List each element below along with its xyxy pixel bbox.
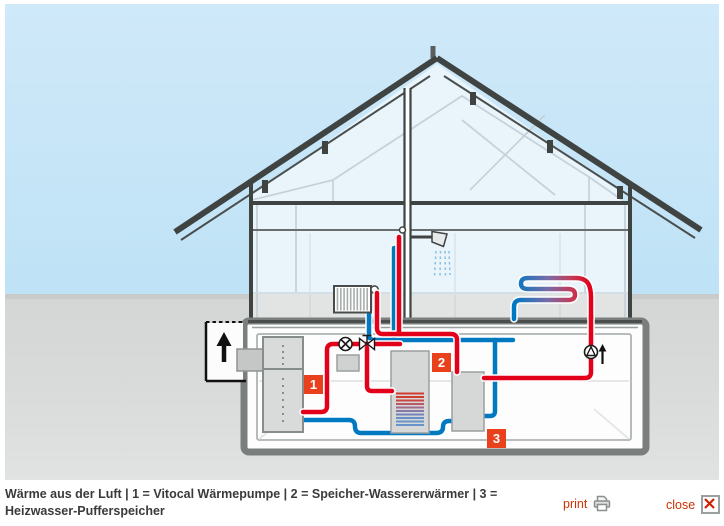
print-button[interactable]: print <box>563 495 611 512</box>
air-intake-arrow-icon <box>216 332 232 362</box>
expansion-vessel <box>336 354 360 372</box>
svg-text:1: 1 <box>310 377 317 392</box>
roof-right-slope <box>435 55 703 233</box>
shower-head <box>431 230 448 248</box>
svg-text:2: 2 <box>438 355 445 370</box>
circulation-pump-icon <box>338 336 353 352</box>
printer-icon <box>594 495 611 512</box>
flow-direction-arrow-icon <box>598 344 607 364</box>
radiator <box>333 285 379 314</box>
close-icon <box>701 495 721 514</box>
print-button-label: print <box>563 496 588 511</box>
shower <box>398 226 451 278</box>
outdoor-air-unit <box>204 321 267 383</box>
svg-text:3: 3 <box>493 431 500 446</box>
shower-spray <box>433 250 451 278</box>
caption-line-2: Heizwasser-Pufferspeicher <box>5 504 165 518</box>
buffer-tank <box>451 371 485 432</box>
label-dhw-tank: 2 <box>432 353 451 372</box>
label-heat-pump: 1 <box>304 375 323 394</box>
air-duct <box>236 348 267 372</box>
roof-vent <box>430 46 436 58</box>
floorheating-pump-icon <box>583 344 599 360</box>
caption-line-1: Wärme aus der Luft | 1 = Vitocal Wärmepu… <box>5 487 498 501</box>
close-button-label: close <box>666 497 696 512</box>
heating-system-diagram: 1 2 3 <box>5 4 719 480</box>
mixing-valve-icon <box>358 334 376 351</box>
component-labels: 1 2 3 <box>304 353 506 448</box>
tank-heat-exchanger-stripes <box>396 392 424 426</box>
heat-pump-unit <box>262 336 304 433</box>
label-buffer-tank: 3 <box>487 429 506 448</box>
interior-framing <box>251 94 629 320</box>
close-button[interactable]: close <box>666 495 721 514</box>
roof-left-slope <box>173 55 439 235</box>
caption: Wärme aus der Luft | 1 = Vitocal Wärmepu… <box>5 486 565 520</box>
dhw-tank <box>390 350 430 434</box>
house-structure <box>173 46 703 322</box>
